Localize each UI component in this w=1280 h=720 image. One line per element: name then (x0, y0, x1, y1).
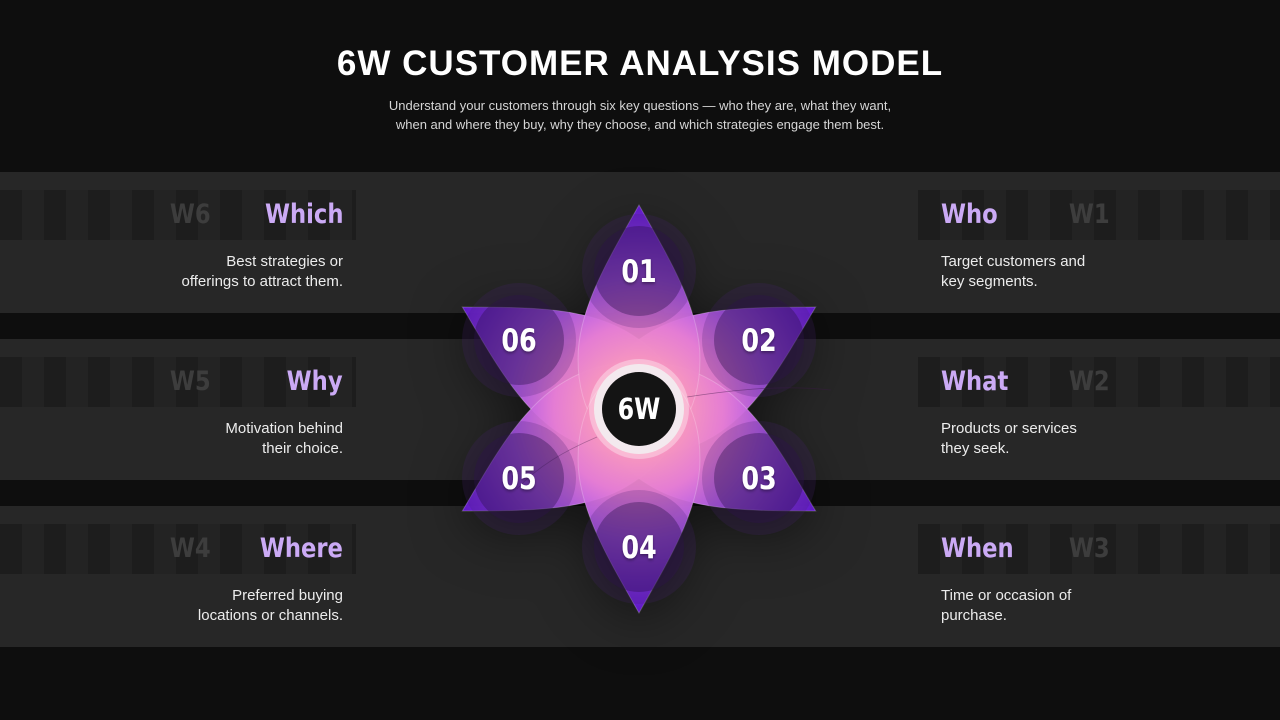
badge-01: 01 (582, 214, 696, 328)
section-name-label: Why (287, 366, 343, 397)
heading-strip-who (918, 190, 1280, 240)
section-code-w3: W3 (1057, 524, 1121, 574)
petal-number: 06 (501, 323, 536, 359)
badge-inner-circle (594, 502, 684, 592)
section-code-label: W1 (1068, 199, 1110, 230)
section-code-w4: W4 (158, 524, 222, 574)
swirl-line-right (686, 387, 832, 398)
section-name-label: When (941, 533, 1014, 564)
section-name-label: Where (259, 533, 343, 564)
section-desc-when: Time or occasion of purchase. (941, 587, 1072, 624)
section-name-label: Which (264, 199, 343, 230)
page-title: 6W CUSTOMER ANALYSIS MODEL (336, 44, 944, 83)
heading-strip-what (918, 357, 1280, 407)
badge-outer-circle (582, 490, 696, 604)
section-code-label: W5 (169, 366, 211, 397)
badge-outer-circle (702, 283, 816, 397)
section-name-label: Who (941, 199, 998, 230)
badge-outer-circle (462, 283, 576, 397)
section-desc-who: Target customers and key segments. (941, 253, 1086, 290)
badge-03: 03 (702, 421, 816, 535)
section-code-label: W3 (1068, 533, 1110, 564)
section-name-who: Who (941, 190, 1009, 240)
badge-04: 04 (582, 490, 696, 604)
section-name-why: Why (276, 357, 343, 407)
section-desc-which: Best strategies or offerings to attract … (181, 253, 343, 290)
badge-outer-circle (582, 214, 696, 328)
heading-strip-which (0, 190, 356, 240)
center-label: 6W (618, 393, 661, 427)
section-desc-what: Products or services they seek. (941, 420, 1077, 457)
page-subtitle: Understand your customers through six ke… (388, 98, 892, 132)
badge-inner-circle (474, 295, 564, 385)
section-code-w5: W5 (158, 357, 222, 407)
badge-inner-circle (474, 433, 564, 523)
section-name-label: What (941, 366, 1009, 397)
heading-strip-why (0, 357, 356, 407)
section-name-when: When (941, 524, 1028, 574)
badge-inner-circle (714, 295, 804, 385)
section-code-label: W4 (169, 533, 211, 564)
section-desc-where: Preferred buying locations or channels. (197, 587, 343, 624)
section-code-label: W6 (169, 199, 211, 230)
section-name-which: Which (250, 190, 343, 240)
petal-number: 05 (501, 461, 536, 497)
heading-strip-when (918, 524, 1280, 574)
badge-outer-circle (462, 421, 576, 535)
petal-number: 01 (621, 254, 656, 290)
badge-inner-circle (594, 226, 684, 316)
petal-number: 02 (741, 323, 776, 359)
petal-number: 04 (621, 530, 656, 566)
petal-number: 03 (741, 461, 776, 497)
section-code-w6: W6 (158, 190, 222, 240)
6w-flower-diagram: 01 02 03 04 05 (461, 203, 832, 615)
section-code-w2: W2 (1057, 357, 1121, 407)
section-name-where: Where (244, 524, 343, 574)
badge-05: 05 (462, 421, 576, 535)
swirl-line-left (516, 436, 598, 490)
center-hub: 6W (589, 359, 689, 459)
section-code-w1: W1 (1057, 190, 1121, 240)
badge-outer-circle (702, 421, 816, 535)
badge-02: 02 (702, 283, 816, 397)
section-desc-why: Motivation behind their choice. (225, 420, 343, 457)
petal-number-badges: 01 02 03 04 05 (462, 214, 816, 604)
section-code-label: W2 (1068, 366, 1110, 397)
badge-06: 06 (462, 283, 576, 397)
badge-inner-circle (714, 433, 804, 523)
center-black-circle (602, 372, 676, 446)
section-name-what: What (941, 357, 1021, 407)
heading-strip-where (0, 524, 356, 574)
